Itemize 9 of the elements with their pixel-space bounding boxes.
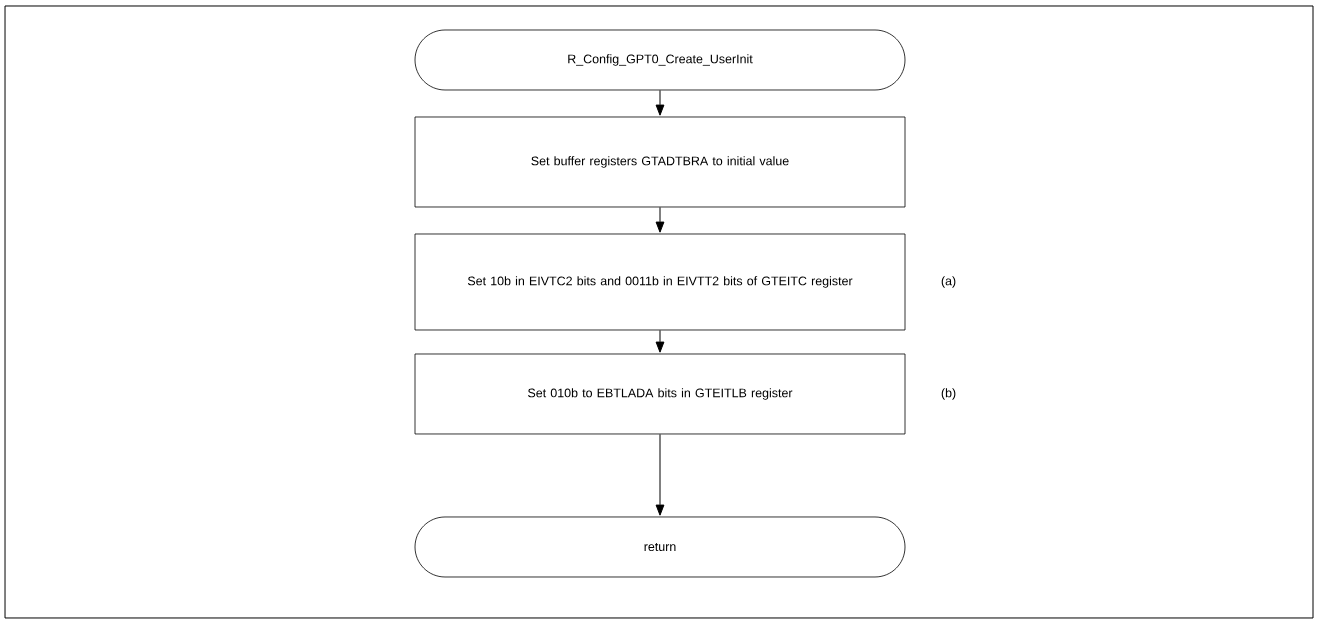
- note-label: (a): [941, 276, 956, 288]
- process-box: Set 10b in EIVTC2 bits and 0011b in EIVTT2 bits of GTEITC register: [414, 233, 906, 331]
- arrow: [655, 89, 665, 116]
- note-label: (b): [941, 388, 956, 400]
- arrow: [655, 329, 665, 353]
- arrow: [655, 433, 665, 516]
- process-box: Set buffer registers GTADTBRA to initial value: [414, 116, 906, 208]
- process-box: Set 010b to EBTLADA bits in GTEITLB register: [414, 353, 906, 435]
- arrow: [655, 206, 665, 233]
